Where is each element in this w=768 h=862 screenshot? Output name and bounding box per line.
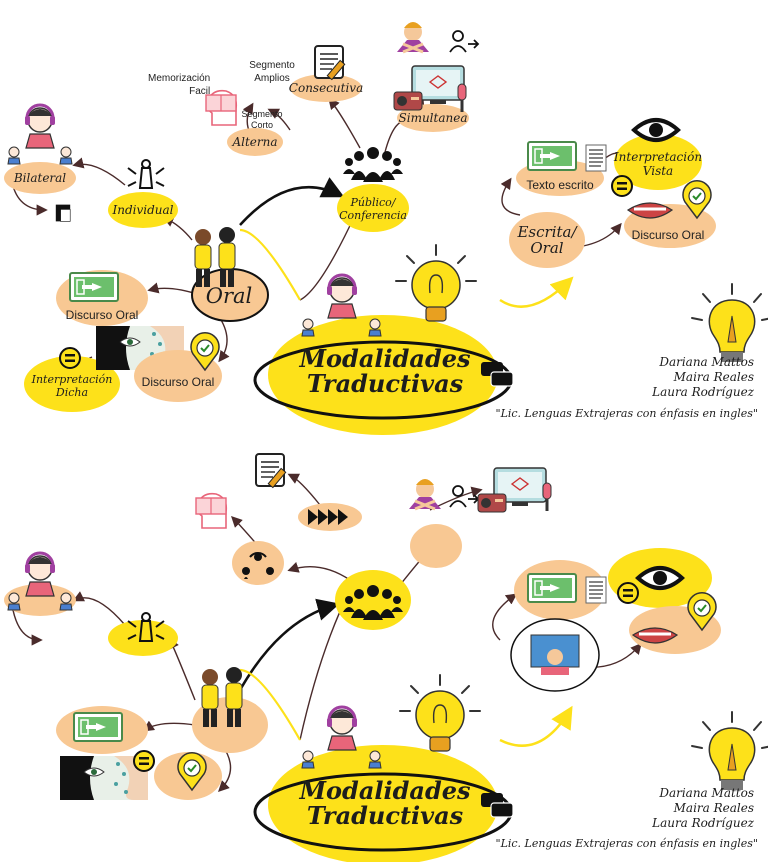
pencil-bulb-icon: [691, 283, 768, 363]
label-publico: Público/Conferencia: [339, 196, 407, 222]
crossed-arms-icon: [395, 20, 431, 54]
document-icon: [585, 144, 607, 172]
crossed-arms-icon: [407, 477, 443, 511]
radio-icon: [393, 91, 423, 111]
exit-sign-icon: [527, 141, 577, 171]
simultanea-node-2: [410, 524, 462, 568]
equals-icon: [59, 347, 81, 369]
label-oral: Oral: [205, 284, 253, 308]
document-icon: [585, 576, 607, 604]
person-icon: [7, 146, 21, 165]
headset-person-icon: [325, 705, 359, 752]
radio-icon: [477, 493, 507, 513]
equals-icon: [611, 175, 633, 197]
lightbulb-icon: [395, 244, 477, 322]
notepad-icon: [314, 45, 346, 81]
label-texto-escrito: Texto escrito: [526, 178, 594, 192]
consecutiva-node: [290, 74, 362, 102]
headset-person-icon: [23, 103, 57, 150]
label-individual: Individual: [112, 203, 174, 217]
eye-icon: [632, 118, 680, 142]
publico-node: [337, 184, 409, 232]
alterna-node: [227, 128, 283, 156]
eye-icon: [636, 566, 684, 590]
person-icon: [59, 146, 73, 165]
headset-person-icon: [325, 273, 359, 320]
exit-sign-icon: [69, 272, 119, 302]
individual-icon: [127, 159, 165, 189]
audience-icon: [343, 147, 403, 182]
label-consecutiva: Consecutiva: [288, 81, 364, 95]
label-alterna: Alterna: [232, 135, 278, 149]
program-label-2: "Lic. Lenguas Extrajeras con énfasis en …: [495, 837, 758, 850]
pencil-bulb-icon: [691, 711, 768, 791]
microphone-icon: [457, 83, 467, 113]
label-discurso-oral-3: Discurso Oral: [631, 228, 705, 242]
person-icon: [301, 750, 315, 769]
label-bilateral: Bilateral: [13, 171, 67, 185]
classroom-icon: [530, 634, 580, 675]
book-head-icon: [195, 492, 228, 529]
exit-sign-icon: [527, 573, 577, 603]
label-escrita-oral: Escrita/Oral: [517, 223, 577, 257]
document-stack-icon: [55, 204, 71, 222]
person-icon: [368, 318, 382, 337]
headset-person-icon: [23, 551, 57, 598]
simultanea-node: [397, 104, 469, 132]
title-blob-2: [268, 745, 498, 862]
interpretacion-vista-node: [614, 134, 702, 190]
microphone-icon: [542, 482, 552, 512]
equals-icon: [617, 582, 639, 604]
rotate-node: [232, 541, 284, 585]
label-discurso-oral: Discurso Oral: [65, 308, 139, 322]
bottom-diagram: [4, 453, 768, 862]
lightbulb-icon: [399, 674, 481, 752]
person-icon: [7, 592, 21, 611]
exit-sign-icon: [73, 712, 123, 742]
bilateral-node-2: [4, 584, 76, 616]
equals-icon: [133, 750, 155, 772]
person-icon: [301, 318, 315, 337]
label-simultanea: Simultanea: [398, 111, 468, 125]
notepad-icon: [255, 453, 287, 489]
book-head-icon: [205, 89, 238, 126]
program-label: "Lic. Lenguas Extrajeras con énfasis en …: [495, 407, 758, 420]
arrow-person-icon: [449, 30, 479, 53]
person-icon: [368, 750, 382, 769]
arrow-person-icon: [449, 485, 479, 508]
escrita-oral-node: [509, 212, 585, 268]
individual-icon: [127, 612, 165, 642]
person-icon: [59, 592, 73, 611]
bilateral-node: [4, 162, 76, 194]
top-diagram: [4, 20, 768, 435]
individual-node-2: [108, 620, 178, 656]
label-discurso-oral-2: Discurso Oral: [141, 375, 215, 389]
individual-node: [108, 192, 178, 228]
